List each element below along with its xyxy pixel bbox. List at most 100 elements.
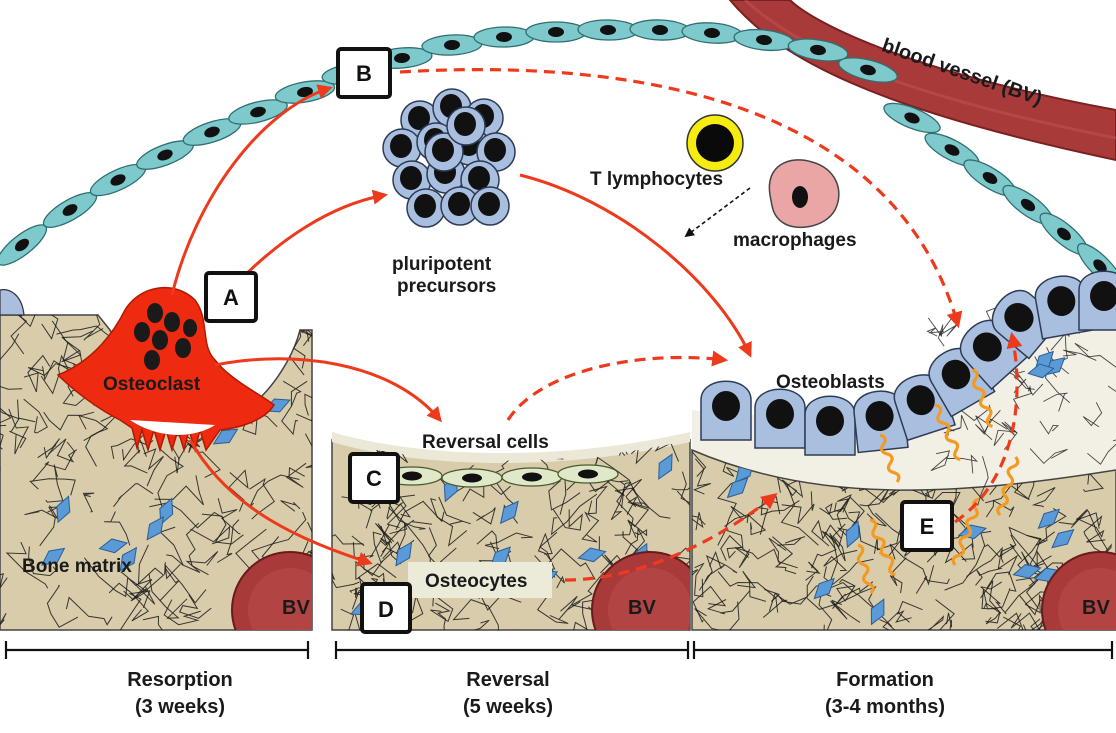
dashed-arrow-reversal-to-osteoblasts: [506, 350, 729, 421]
endothelial-cell: [681, 22, 743, 44]
macrophages-label: macrophages: [733, 230, 857, 251]
wavy-signals: [856, 368, 1020, 595]
osteoclast-label: Osteoclast: [103, 374, 201, 395]
dashed-arrow-e-to-osteoblasts: [954, 331, 1023, 524]
endothelial-cell: [577, 19, 639, 41]
reversal-cell: [557, 464, 619, 484]
arrow-to-osteocytes: [188, 439, 373, 567]
lymphocyte-signal-arrow: [684, 187, 751, 238]
osteoblast: [1034, 275, 1093, 340]
box-d-label: D: [378, 597, 394, 622]
solid-arrows: [170, 84, 752, 567]
endothelial-cell: [89, 163, 147, 197]
endothelial-cell: [1039, 212, 1089, 256]
wavy-signal: [869, 518, 896, 576]
bv-label-3: BV: [1082, 597, 1110, 619]
wavy-signal: [951, 497, 980, 566]
box-d: D: [360, 582, 412, 634]
phase-reversal-duration: (5 weeks): [463, 696, 553, 718]
wavy-signal: [971, 368, 994, 428]
t-lymphocytes-label: T lymphocytes: [590, 169, 723, 190]
endothelial-cell: [629, 19, 691, 41]
precursor-cell: [424, 132, 464, 172]
blood-vessel-top: blood vessel (BV): [728, 0, 1116, 162]
wavy-signal: [879, 433, 901, 483]
osteoblasts-label: Osteoblasts: [776, 372, 885, 393]
pluripotent-precursors-cluster: [382, 88, 516, 228]
bv-circle-3: BV: [1041, 551, 1116, 630]
arrow-precursors-to-osteoblasts: [519, 173, 752, 358]
pluripotent-label: pluripotent: [392, 254, 492, 275]
osteocyte: [40, 547, 66, 566]
endothelial-cell: [525, 21, 587, 43]
precursors-label: precursors: [397, 276, 496, 297]
osteoblast: [853, 390, 909, 454]
wavy-signal: [856, 543, 875, 595]
bv-circle-1: BV: [231, 551, 312, 630]
formation-panel: BV Osteoblasts: [691, 270, 1116, 631]
bone-matrix-label: Bone matrix: [22, 556, 132, 577]
osteocyte: [577, 547, 607, 563]
osteocyte: [98, 538, 129, 554]
arrow-to-reversal-cells: [214, 357, 442, 423]
dashed-arrow-b-to-osteoblasts: [399, 68, 963, 329]
osteocyte: [658, 453, 673, 480]
osteocyte: [1037, 508, 1060, 529]
box-c: C: [348, 452, 400, 504]
timeline-bars: [4, 641, 1114, 659]
precursor-cell: [446, 106, 486, 146]
reversal-cell: [441, 468, 503, 488]
arrow-to-precursors: [238, 189, 388, 282]
box-e-label: E: [920, 514, 935, 539]
osteocyte: [726, 477, 749, 499]
osteocyte: [56, 495, 71, 524]
osteocytes-label-bg: [408, 562, 552, 598]
precursor-cell: [440, 186, 480, 226]
box-c-label: C: [366, 466, 382, 491]
endothelial-cell: [0, 224, 48, 266]
phase-reversal-name: Reversal: [466, 669, 549, 691]
endothelial-cell: [787, 38, 849, 62]
osteoblast: [1078, 270, 1116, 331]
osteocyte: [499, 500, 519, 525]
endothelial-cell: [421, 34, 483, 56]
t-lymphocyte: [686, 114, 744, 172]
osteocyte: [1027, 363, 1055, 379]
osteoblast: [700, 380, 752, 441]
phase-formation-duration: (3-4 months): [825, 696, 945, 718]
osteoclast: Osteoclast: [56, 286, 275, 453]
endothelial-cell: [733, 28, 795, 52]
dashed-arrows: [399, 68, 1023, 582]
wavy-signal: [996, 456, 1020, 517]
bv-label-1: BV: [282, 597, 310, 619]
endothelial-cell: [228, 99, 288, 125]
osteocyte: [212, 428, 239, 445]
box-a-label: A: [223, 285, 239, 310]
wavy-signal: [934, 403, 961, 461]
osteocyte: [813, 577, 835, 600]
reversal-cell: [501, 467, 563, 487]
box-b: B: [336, 47, 392, 99]
box-b-label: B: [356, 61, 372, 86]
dashed-arrow-osteocytes-to-formation: [564, 492, 778, 582]
osteocyte: [1051, 529, 1075, 549]
macrophage: [768, 159, 840, 229]
phase-resorption-name: Resorption: [127, 669, 233, 691]
osteocyte: [119, 546, 138, 572]
osteocyte: [1012, 563, 1042, 579]
osteoblast-layer: [700, 270, 1116, 456]
osteocyte: [845, 520, 860, 549]
endothelial-cell: [42, 192, 98, 228]
arrow-to-b: [170, 84, 333, 296]
endothelial-cell: [473, 26, 535, 48]
osteoblast: [804, 395, 856, 456]
endothelial-cell-layer: [0, 19, 1116, 290]
osteocyte: [146, 516, 165, 541]
resorption-panel: BV Osteoclast Bone matrix: [0, 286, 313, 631]
endothelial-cell: [838, 57, 898, 83]
precursor-cell: [470, 186, 510, 226]
reversal-cells-label: Reversal cells: [422, 432, 549, 453]
osteocyte: [395, 541, 413, 567]
osteocytes-label: Osteocytes: [425, 571, 527, 592]
